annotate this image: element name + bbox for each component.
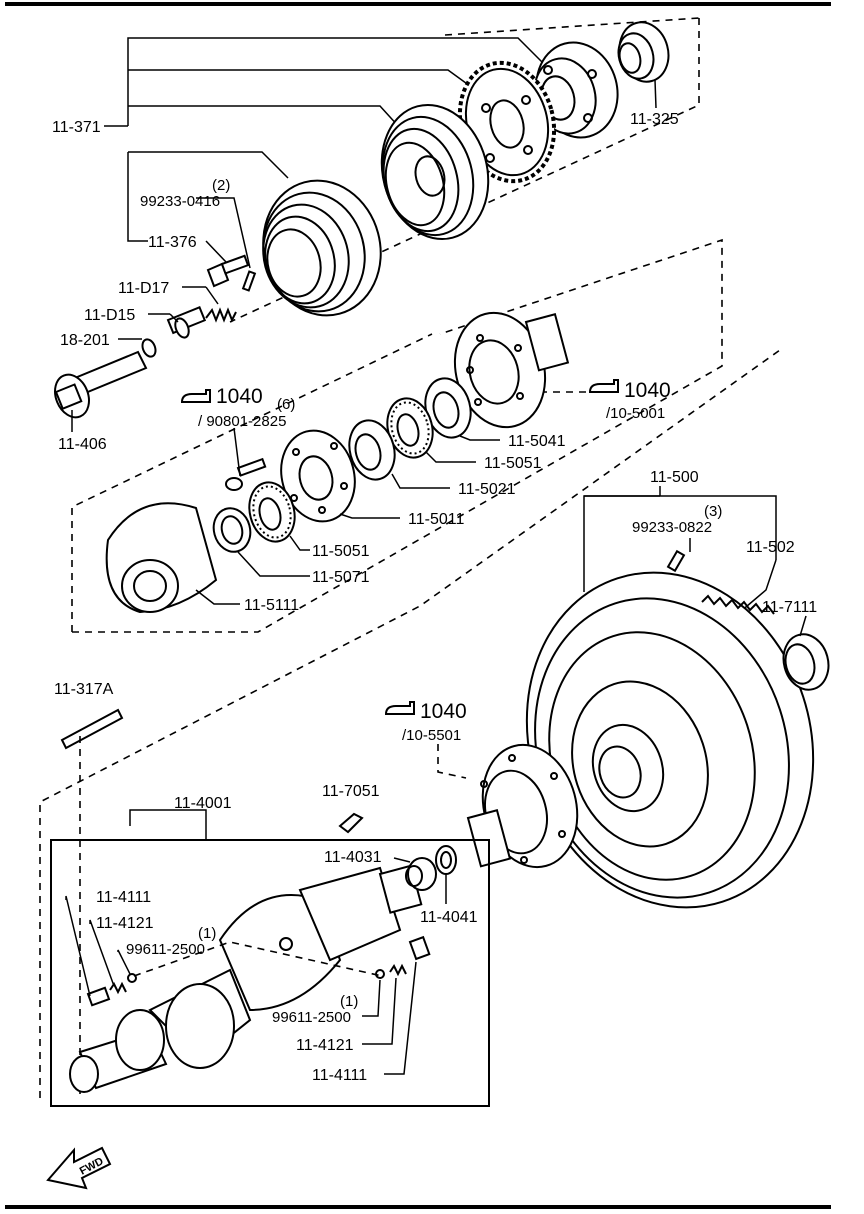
key-11-7051 xyxy=(338,812,364,834)
bolt-11-376 xyxy=(205,240,250,288)
callout-11-406: 11-406 xyxy=(58,436,107,453)
callout-11-4121-b: 11-4121 xyxy=(296,1037,354,1054)
housing-11-5111 xyxy=(105,502,240,614)
callout-99611-2500-a: 99611-2500 xyxy=(126,941,205,958)
callout-labels: 11-371 11-325 (2) 99233-0416 11-376 11-D… xyxy=(52,111,817,1084)
callout-11-5051-b: 11-5051 xyxy=(312,543,370,560)
callout-10-5001: /10-5001 xyxy=(606,405,665,422)
pulley-group xyxy=(54,17,700,432)
shaft-11-406 xyxy=(54,350,148,432)
ref-1040-b: 1040 xyxy=(624,379,671,402)
callout-11-D17: 11-D17 xyxy=(118,280,169,297)
flywheel-group xyxy=(384,486,830,909)
pin-11-317A xyxy=(60,708,124,750)
plate-11-5011 xyxy=(280,429,400,523)
crankshaft-group xyxy=(39,349,781,1107)
callout-qty-1-b: (1) xyxy=(340,993,358,1010)
pulley-middle xyxy=(380,103,490,241)
washer-11-5071 xyxy=(212,507,310,577)
bearing-11-5051 xyxy=(386,397,476,463)
callout-11-5051-a: 11-5051 xyxy=(484,455,542,472)
callout-90801-2825: / 90801-2825 xyxy=(198,413,286,430)
callout-11-4111-a: 11-4111 xyxy=(96,889,151,906)
callout-qty-2: (2) xyxy=(212,177,230,194)
bearing-11-4031 xyxy=(393,857,437,891)
washer-11-5041 xyxy=(424,377,500,441)
callout-11-502: 11-502 xyxy=(746,539,795,556)
callout-qty-6: (6) xyxy=(277,396,295,413)
callout-11-317A: 11-317A xyxy=(54,681,114,698)
callout-11-4031: 11-4031 xyxy=(324,849,382,866)
callout-11-376: 11-376 xyxy=(148,234,197,251)
ref-1040-c: 1040 xyxy=(420,700,467,723)
callout-11-7111: 11-7111 xyxy=(762,599,817,616)
callout-11-5041: 11-5041 xyxy=(508,433,566,450)
damper-group xyxy=(71,238,723,633)
callout-11-500: 11-500 xyxy=(650,469,699,486)
callout-10-5501: /10-5501 xyxy=(402,727,461,744)
crankshaft-box xyxy=(50,839,490,1107)
spacer-11-5021 xyxy=(348,419,450,489)
callout-qty-3: (3) xyxy=(704,503,722,520)
seal-11-7111 xyxy=(782,615,830,691)
callout-11-5111: 11-5111 xyxy=(244,597,299,614)
callout-11-4111-b: 11-4111 xyxy=(312,1067,367,1084)
callout-11-5011: 11-5011 xyxy=(408,511,464,528)
callout-99233-0416: 99233-0416 xyxy=(140,193,220,210)
ref-pointer-icon xyxy=(384,701,415,715)
crankshaft-11-4001 xyxy=(69,864,423,1093)
flange-10-5501 xyxy=(466,743,579,869)
ring-gear-teeth xyxy=(701,594,775,615)
callout-11-7051: 11-7051 xyxy=(322,783,380,800)
flange-10-5001 xyxy=(453,311,570,429)
oring-18-201 xyxy=(141,338,157,358)
callout-11-4001: 11-4001 xyxy=(174,795,232,812)
callout-qty-1-a: (1) xyxy=(198,925,216,942)
ref-pointer-icon xyxy=(588,379,619,393)
seal-11-325 xyxy=(617,21,670,109)
screw-11-4111-a xyxy=(65,895,137,1007)
callout-11-D15: 11-D15 xyxy=(84,307,135,324)
plunger-11-D15 xyxy=(148,305,207,339)
seal-11-4041 xyxy=(435,845,457,904)
pulley-large xyxy=(262,179,382,317)
ref-pointer-icon xyxy=(180,389,211,403)
forward-arrow-icon: FWD xyxy=(46,1146,112,1190)
spring-11-D17 xyxy=(182,286,237,323)
screw-11-4111-b xyxy=(133,935,431,1075)
callout-11-325: 11-325 xyxy=(630,111,679,128)
callout-11-5071: 11-5071 xyxy=(312,569,370,586)
callout-11-5021: 11-5021 xyxy=(458,481,516,498)
callout-11-4041: 11-4041 xyxy=(420,909,478,926)
callout-11-4121-a: 11-4121 xyxy=(96,915,154,932)
bearing-11-5051-b xyxy=(248,481,310,551)
callout-11-371: 11-371 xyxy=(52,119,101,136)
ref-1040-a: 1040 xyxy=(216,385,263,408)
callout-18-201: 18-201 xyxy=(60,332,110,349)
callout-99611-2500-b: 99611-2500 xyxy=(272,1009,351,1026)
flywheel xyxy=(525,571,815,909)
bolt-90801-2825 xyxy=(225,427,267,491)
callout-99233-0822: 99233-0822 xyxy=(632,519,712,536)
